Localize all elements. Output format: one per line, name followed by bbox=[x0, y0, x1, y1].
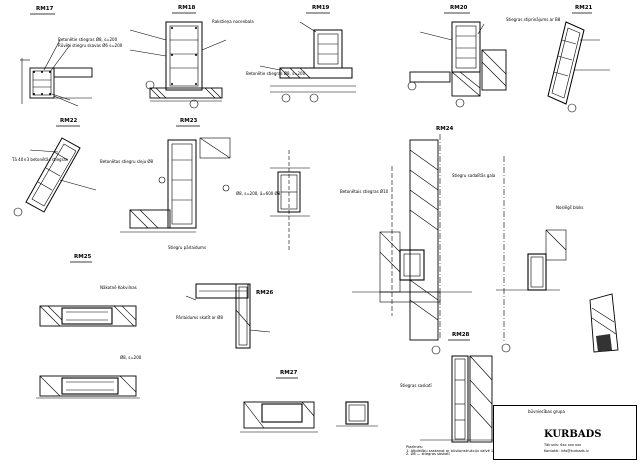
detail-rm26 bbox=[185, 283, 271, 349]
detail-rm28 bbox=[420, 339, 496, 443]
note: Ø8, s=200 bbox=[120, 355, 142, 360]
note: Stiegras stiprinājums ar B8 bbox=[506, 17, 561, 22]
note: Tā 40×3 betonētās stiegras bbox=[12, 157, 68, 162]
detail-rm25-bottom bbox=[36, 375, 140, 399]
detail-rm17 bbox=[20, 13, 93, 107]
note: Betonētie stiegras Ø8, s=200 bbox=[58, 37, 118, 42]
note: Nākotnē Kokvilnas bbox=[100, 285, 137, 290]
detail-rm23 bbox=[120, 125, 231, 233]
detail-rm21 bbox=[547, 12, 610, 113]
footer-notes: Piezīmes: 1. Atbilstību saskaņot ar būvk… bbox=[406, 445, 495, 457]
hatched-section bbox=[589, 293, 619, 353]
note: Stiegras saskatī bbox=[400, 383, 432, 388]
company-tagline: būvniecības grupa bbox=[528, 409, 565, 414]
detail-rm22 bbox=[13, 125, 97, 217]
detail-column-section bbox=[270, 150, 310, 250]
detail-rm24 bbox=[352, 134, 472, 355]
note: Betonētas stiegru sleju Ø8 bbox=[100, 159, 154, 164]
detail-rm24-column bbox=[496, 156, 567, 353]
note: Rūvēti stiegru skavas Ø6 s=200 bbox=[58, 43, 123, 48]
note: Betonētie stiegras Ø8, s=200 bbox=[246, 71, 306, 76]
note: Betonētais stiegras Ø10 bbox=[340, 189, 389, 194]
note: Pārlaidums skatīt ar Ø8 bbox=[176, 315, 223, 320]
title-block: būvniecības grupa KURBADS Tālrunis: 6xx … bbox=[493, 405, 637, 460]
detail-rm27 bbox=[240, 377, 378, 433]
company-contact: Kontakti: info@kurbads.lv bbox=[544, 449, 589, 453]
note: Ø8, s=200, ā=600 Ø8 bbox=[236, 191, 281, 196]
note: Stiegru sadalītās gala bbox=[452, 173, 496, 178]
detail-rm18 bbox=[129, 12, 227, 109]
detail-rm25-top bbox=[39, 261, 137, 327]
note: Rakstieņa nocenbala bbox=[212, 19, 254, 24]
company-address: Tālrunis: 6xx xxx xxx bbox=[544, 443, 582, 447]
note: Noslēgš bloks bbox=[556, 205, 584, 210]
detail-rm20 bbox=[407, 12, 507, 108]
company-name: KURBADS bbox=[544, 429, 602, 440]
detail-rm19 bbox=[259, 12, 356, 103]
note: Stiegru pārlaidums bbox=[168, 245, 207, 250]
